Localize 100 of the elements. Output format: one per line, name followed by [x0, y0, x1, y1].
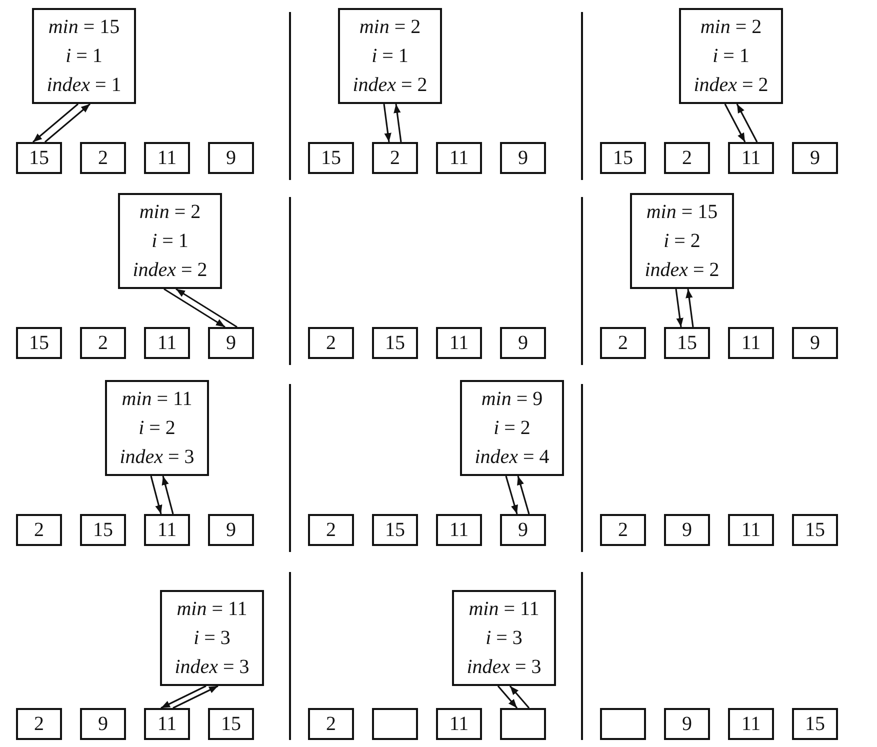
arrow — [505, 476, 518, 514]
arrow — [162, 476, 174, 514]
array-cell: 9 — [664, 708, 710, 740]
array-cell: 11 — [728, 142, 774, 174]
variable-value: min = 2 — [139, 200, 201, 224]
array-cell — [500, 708, 546, 740]
array-cell: 15 — [208, 708, 254, 740]
array-cell: 2 — [80, 142, 126, 174]
arrow — [497, 685, 518, 709]
arrow — [517, 476, 530, 514]
variable-value: i = 2 — [138, 416, 176, 440]
variable-box — [452, 590, 556, 686]
array-cell: 15 — [792, 708, 838, 740]
variable-value: i = 1 — [66, 44, 102, 68]
array-cell: 9 — [792, 142, 838, 174]
array-cell: 15 — [372, 327, 418, 359]
variable-value: i = 2 — [664, 228, 700, 254]
array-cell: 11 — [436, 142, 482, 174]
array-cell: 2 — [664, 142, 710, 174]
array-cell: 11 — [728, 514, 774, 546]
variable-box — [338, 8, 442, 104]
arrow — [32, 103, 79, 143]
array-cell: 2 — [16, 514, 62, 546]
variable-box — [460, 380, 564, 476]
array-cell: 9 — [500, 327, 546, 359]
array-cell: 9 — [80, 708, 126, 740]
variable-value: index = 3 — [120, 444, 194, 470]
variable-box — [32, 8, 136, 104]
array-cell: 9 — [208, 142, 254, 174]
arrow — [160, 685, 206, 709]
array-cell: 2 — [600, 514, 646, 546]
array-cell: 15 — [792, 514, 838, 546]
array-cell: 15 — [372, 514, 418, 546]
array-cell: 11 — [144, 142, 190, 174]
array-cell: 9 — [664, 514, 710, 546]
variable-value: i = 2 — [494, 416, 530, 440]
variable-value: min = 15 — [646, 200, 718, 224]
variable-box — [118, 193, 222, 289]
variable-value: min = 2 — [700, 14, 762, 40]
arrow — [675, 288, 684, 328]
array-cell: 11 — [728, 708, 774, 740]
array-cell: 11 — [436, 708, 482, 740]
variable-value: index = 3 — [466, 654, 542, 680]
variable-value: i = 3 — [486, 626, 522, 650]
arrow — [509, 685, 530, 709]
array-cell: 11 — [728, 327, 774, 359]
array-cell: 11 — [144, 708, 190, 740]
array-cell: 2 — [308, 327, 354, 359]
variable-box — [679, 8, 783, 104]
variable-box — [630, 193, 734, 289]
array-cell — [600, 708, 646, 740]
variable-value: i = 1 — [712, 44, 750, 68]
array-cell: 2 — [600, 327, 646, 359]
array-cell: 9 — [208, 514, 254, 546]
array-cell: 9 — [500, 514, 546, 546]
array-cell: 15 — [80, 514, 126, 546]
arrow — [44, 103, 91, 143]
variable-value: index = 2 — [694, 72, 768, 98]
array-cell: 2 — [16, 708, 62, 740]
arrow — [164, 288, 226, 328]
arrow — [394, 104, 402, 142]
array-cell: 15 — [600, 142, 646, 174]
array-cell: 2 — [372, 142, 418, 174]
variable-value: min = 11 — [176, 596, 248, 622]
variable-value: min = 11 — [122, 386, 192, 412]
variable-value: i = 1 — [152, 228, 188, 254]
arrow — [724, 104, 746, 142]
array-cell: 11 — [144, 327, 190, 359]
arrow — [176, 288, 238, 328]
variable-value: index = 1 — [46, 72, 122, 98]
variable-value: index = 2 — [644, 258, 720, 282]
array-cell: 15 — [16, 327, 62, 359]
arrow — [736, 104, 758, 142]
variable-value: index = 3 — [174, 654, 250, 680]
variable-value: i = 1 — [372, 44, 408, 68]
array-cell: 9 — [500, 142, 546, 174]
variable-value: min = 11 — [468, 596, 540, 622]
array-cell: 11 — [436, 514, 482, 546]
array-cell: 9 — [208, 327, 254, 359]
arrow — [172, 685, 218, 709]
array-cell: 11 — [436, 327, 482, 359]
array-cell: 11 — [144, 514, 190, 546]
array-cell: 15 — [308, 142, 354, 174]
array-cell — [372, 708, 418, 740]
variable-box — [105, 380, 209, 476]
array-cell: 9 — [792, 327, 838, 359]
variable-value: min = 2 — [359, 14, 421, 40]
array-cell: 15 — [664, 327, 710, 359]
arrow — [686, 288, 694, 328]
variable-value: index = 2 — [352, 72, 428, 98]
array-cell: 15 — [16, 142, 62, 174]
array-cell: 2 — [308, 708, 354, 740]
variable-value: min = 9 — [481, 386, 543, 412]
array-cell: 2 — [80, 327, 126, 359]
variable-value: min = 15 — [48, 14, 120, 40]
variable-box — [160, 590, 264, 686]
arrow — [383, 104, 392, 142]
variable-value: index = 2 — [132, 258, 208, 282]
variable-value: index = 4 — [474, 444, 550, 470]
arrow — [150, 476, 162, 514]
